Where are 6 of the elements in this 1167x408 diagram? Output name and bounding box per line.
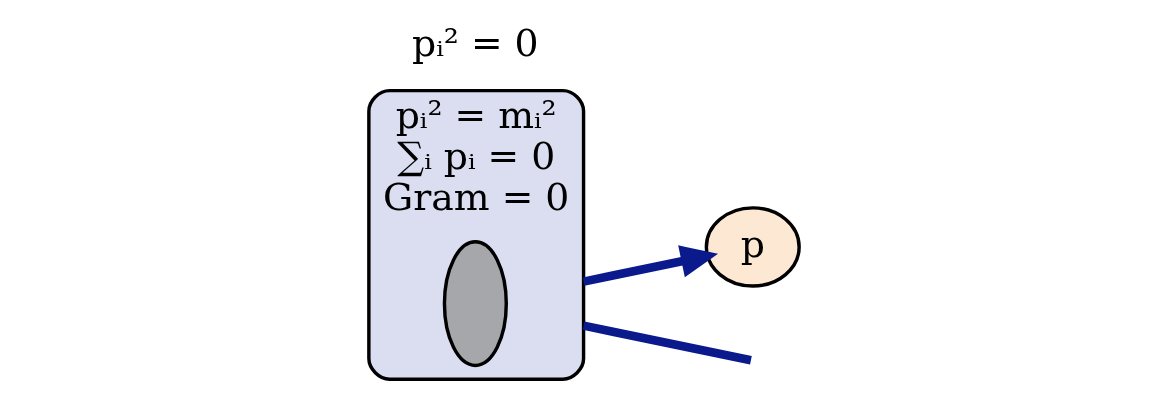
connector [582,321,752,365]
cluster: pᵢ² = mᵢ² ∑ᵢ pᵢ = 0 Gram = 0 [366,88,585,381]
node-ellipse: p [704,206,801,288]
arrow [582,245,718,286]
node-text: pᵢ² = 0 [411,20,539,65]
node-ellipse [442,240,508,368]
